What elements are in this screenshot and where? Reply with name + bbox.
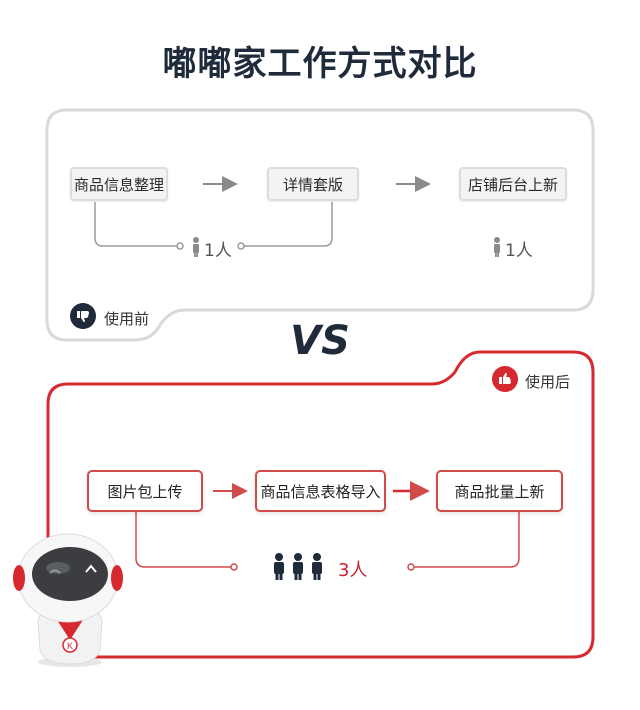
before-connector-dot-left — [176, 242, 184, 250]
after-connector-left — [135, 512, 232, 568]
after-step-1: 图片包上传 — [87, 470, 203, 512]
svg-text:K: K — [67, 641, 73, 651]
person-icon — [494, 237, 500, 257]
before-connector-right — [243, 202, 333, 247]
person-icon — [293, 553, 303, 580]
robot-mascot-icon: K — [13, 533, 123, 667]
after-connector-dot-right — [407, 563, 415, 571]
before-connector-dot-right — [237, 242, 245, 250]
after-label: 使用后 — [525, 373, 571, 391]
after-connector-right — [413, 512, 520, 568]
thumbs-up-glyph — [499, 373, 511, 384]
person-icon — [193, 237, 199, 257]
before-connector-left — [94, 202, 178, 247]
before-label: 使用前 — [104, 310, 150, 328]
thumbs-up-icon — [492, 366, 518, 392]
thumbs-down-glyph — [77, 311, 89, 322]
after-people-count: 3人 — [338, 560, 368, 581]
person-icon — [312, 553, 322, 580]
thumbs-down-icon — [70, 303, 96, 329]
before-people-count-2: 1人 — [505, 241, 533, 261]
after-connector-dot-left — [230, 563, 238, 571]
before-step-2: 详情套版 — [267, 167, 359, 201]
page-title: 嘟嘟家工作方式对比 — [162, 44, 478, 84]
person-icon — [274, 553, 284, 580]
before-panel-frame — [45, 108, 595, 342]
before-step-3: 店铺后台上新 — [459, 167, 567, 201]
after-step-3: 商品批量上新 — [436, 470, 563, 512]
before-people-count-1: 1人 — [204, 241, 232, 261]
vs-label: VS — [290, 318, 350, 364]
before-step-1: 商品信息整理 — [70, 167, 168, 201]
after-step-2: 商品信息表格导入 — [255, 470, 386, 512]
